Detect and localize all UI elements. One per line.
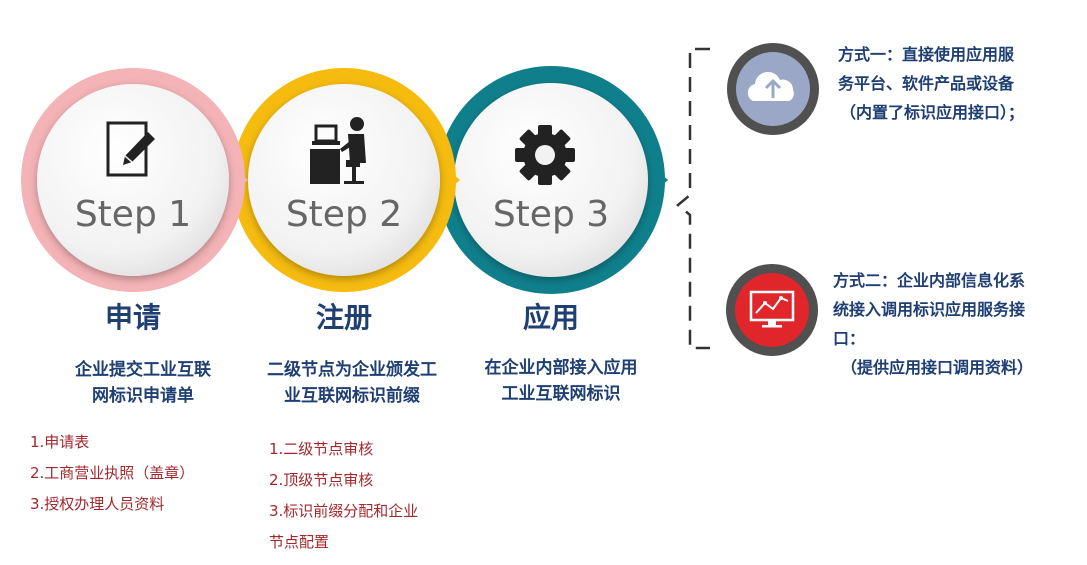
step-1-requirements: 1.申请表 2.工商营业执照（盖章） 3.授权办理人员资料 [30, 427, 194, 520]
method-2-line: 方式二：企业内部信息化系 [833, 271, 1026, 290]
person-at-computer-icon [310, 117, 366, 184]
method-2-icon [726, 264, 818, 356]
method-1-line: 方式一：直接使用应用服 [838, 45, 1015, 64]
list-item: 2.工商营业执照（盖章） [30, 464, 195, 482]
list-item: 3.授权办理人员资料 [30, 495, 165, 513]
step-2-circle: Step 2 [232, 68, 460, 292]
list-item: 1.二级节点审核 [269, 440, 374, 458]
step-2-desc-line: 业互联网标识前缀 [284, 386, 420, 406]
step-1-title: 申请 [104, 301, 161, 334]
monitor-chart-icon [749, 290, 795, 328]
step-1-description: 企业提交工业互联 网标识申请单 [33, 357, 253, 409]
method-2-line: 口： [833, 329, 866, 348]
edit-document-icon [106, 121, 155, 177]
step-3-desc-line: 工业互联网标识 [501, 384, 621, 404]
method-1-text: 方式一：直接使用应用服 务平台、软件产品或设备 （内置了标识应用接口）； [838, 40, 1024, 127]
list-item: 1.申请表 [30, 433, 90, 451]
method-2-line: （提供应用接口调用资料） [841, 358, 1034, 377]
step-2-title: 注册 [315, 301, 372, 334]
step-3-circle: Step 3 [437, 66, 668, 294]
step-3-badge: Step 3 [493, 194, 609, 235]
step-1-circle: Step 1 [21, 68, 248, 292]
gear-icon [515, 125, 575, 185]
list-item: 2.顶级节点审核 [269, 471, 374, 489]
method-1-line: （内置了标识应用接口）； [840, 103, 1025, 122]
method-bracket [676, 47, 710, 350]
cloud-upload-icon [747, 71, 794, 101]
list-item: 3.标识前缀分配和企业 [269, 502, 419, 520]
step-1-desc-line: 企业提交工业互联 [75, 360, 211, 380]
list-item: 节点配置 [269, 533, 330, 551]
step-2-requirements: 1.二级节点审核 2.顶级节点审核 3.标识前缀分配和企业 节点配置 [269, 434, 418, 558]
step-2-badge: Step 2 [286, 194, 402, 235]
step-2-desc-line: 二级节点为企业颁发工 [267, 360, 437, 380]
step-3-description: 在企业内部接入应用 工业互联网标识 [451, 355, 671, 407]
step-1-desc-line: 网标识申请单 [92, 386, 194, 406]
step-1-badge: Step 1 [75, 194, 191, 235]
step-3-title: 应用 [522, 301, 579, 334]
step-3-desc-line: 在企业内部接入应用 [484, 358, 638, 378]
method-2-line: 统接入调用标识应用服务接 [833, 300, 1026, 319]
method-2-text: 方式二：企业内部信息化系 统接入调用标识应用服务接 口： （提供应用接口调用资料… [833, 266, 1033, 382]
step-2-description: 二级节点为企业颁发工 业互联网标识前缀 [242, 357, 462, 409]
method-1-line: 务平台、软件产品或设备 [838, 74, 1015, 93]
method-1-icon [727, 43, 819, 135]
